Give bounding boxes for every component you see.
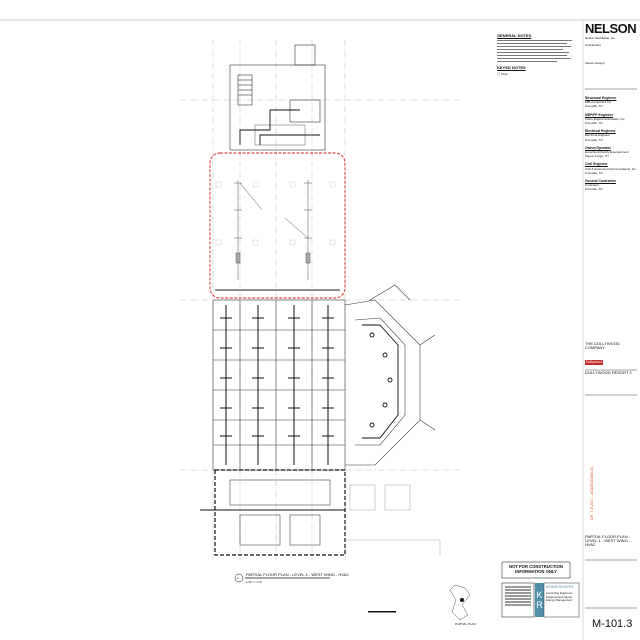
east-wing-ducts <box>362 324 399 439</box>
firm-name: Nelson Worldwide, Inc. <box>585 36 616 40</box>
detail-callout <box>234 573 244 583</box>
callout-number: 1 <box>237 576 239 580</box>
drawing-title: PARTIAL FLOOR PLAN - LEVEL 1 - WEST WING… <box>246 572 350 577</box>
kr-mark: KR <box>536 590 543 610</box>
stamp-box <box>501 561 571 579</box>
sheet-title-3: HVAC <box>585 542 596 548</box>
guestroom-walls <box>212 299 346 471</box>
revision-stamp: DR. 7.8.2021 - ADDENDUM #3 <box>590 467 594 520</box>
dollywood-logo: Dollywood <box>585 360 604 365</box>
client-name-2: COMPANY <box>585 345 605 351</box>
keyed-note-item: ◯ Note <box>497 72 508 76</box>
keyed-note-text: Note <box>501 72 508 76</box>
kr-name: KRAUS-ROGERS <box>546 585 574 589</box>
nelson-logo: NELSON <box>585 21 637 36</box>
scale-bar <box>368 611 396 613</box>
architecture-label: Architecture <box>585 43 602 48</box>
project-name: DOLLYWOOD RESORT 2 <box>585 370 632 376</box>
sheet-number: M-101.3 <box>592 618 633 630</box>
keyed-notes-title: KEYED NOTES <box>497 65 526 70</box>
interior-design-label: Interior Design <box>585 61 605 66</box>
key-plan-label: PARTIAL PLAN <box>455 622 476 626</box>
cloud-contents <box>215 180 340 291</box>
dashed-scope-boundary <box>214 469 346 556</box>
revision-cloud <box>209 152 346 299</box>
supply-ducts <box>220 305 334 465</box>
stamp-line-2: INFORMATION ONLY <box>515 569 557 574</box>
client-name-1: THE DOLLYWOOD <box>585 341 620 346</box>
drawing-scale: 1/16" = 1'-0" <box>246 580 263 584</box>
kr-tagline: Consulting Engineers Engineering Analysi… <box>546 591 573 602</box>
key-plan <box>449 584 471 621</box>
engineer-seal <box>501 582 535 618</box>
lower-plan <box>200 479 441 555</box>
general-notes-text <box>497 40 577 62</box>
ductwork-upper <box>239 109 320 145</box>
sheet-title-2: LEVEL 1 - WEST WING - <box>585 538 631 544</box>
east-wing-walls <box>344 284 436 466</box>
general-notes-title: GENERAL NOTES <box>497 33 532 38</box>
upper-core-walls <box>229 44 326 151</box>
sheet-title-1: PARTIAL FLOOR PLAN - <box>585 534 631 539</box>
stamp-line-1: NOT FOR CONSTRUCTION <box>509 564 563 569</box>
kr-logo-block <box>535 583 544 617</box>
